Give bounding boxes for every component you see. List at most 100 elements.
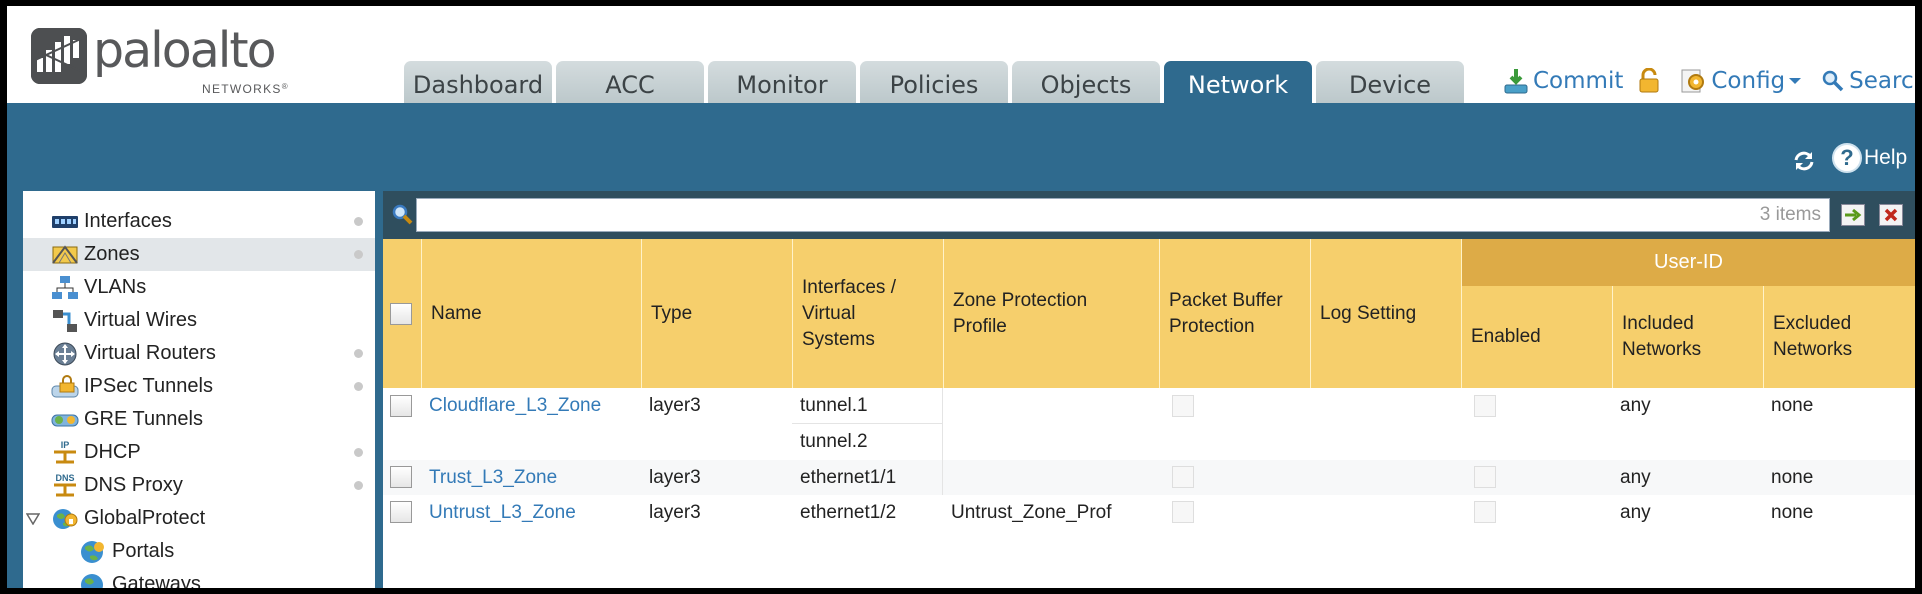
- status-dot: [354, 382, 363, 391]
- commit-label: Commit: [1533, 68, 1624, 94]
- row-checkbox[interactable]: [390, 395, 412, 417]
- sidebar-item-globalprotect[interactable]: GlobalProtect: [23, 502, 375, 535]
- sidebar-item-label: Zones: [84, 243, 140, 265]
- interface-cell: tunnel.1: [792, 388, 943, 424]
- included-networks: any: [1620, 395, 1651, 416]
- config-menu[interactable]: Config: [1679, 67, 1807, 95]
- action-bar: ? Help: [7, 103, 1915, 191]
- top-header: paloalto NETWORKS® Dashboard ACC Monitor…: [7, 6, 1915, 103]
- sidebar-item-dns-proxy[interactable]: DNS DNS Proxy: [23, 469, 375, 502]
- header-included-networks[interactable]: Included Networks: [1612, 286, 1763, 388]
- tab-device[interactable]: Device: [1316, 61, 1464, 103]
- sidebar-item-zones[interactable]: Zones: [23, 238, 375, 271]
- log-setting: [1310, 495, 1318, 530]
- tab-dashboard[interactable]: Dashboard: [404, 61, 552, 103]
- status-dot: [354, 250, 363, 259]
- lock-button[interactable]: [1637, 68, 1665, 94]
- sidebar-item-label: DHCP: [84, 441, 141, 463]
- zone-protection-profile: [943, 388, 951, 424]
- user-id-enabled-checkbox: [1474, 466, 1496, 488]
- sidebar-item-gateways[interactable]: Gateways: [23, 568, 375, 588]
- zone-name-link[interactable]: Untrust_L3_Zone: [429, 501, 576, 523]
- sidebar-item-label: IPSec Tunnels: [84, 375, 213, 397]
- tab-objects[interactable]: Objects: [1012, 61, 1160, 103]
- table-row[interactable]: Untrust_L3_Zone layer3 ethernet1/2 Untru…: [383, 495, 1915, 530]
- header-interfaces[interactable]: Interfaces / Virtual Systems: [792, 239, 943, 388]
- tab-network[interactable]: Network: [1164, 61, 1312, 103]
- zones-panel: 3 items Name Type Interfaces / Virtual S…: [383, 191, 1915, 588]
- zone-name-link[interactable]: Trust_L3_Zone: [429, 466, 558, 488]
- virtual-wires-icon: [51, 308, 79, 334]
- zone-type: layer3: [649, 395, 701, 416]
- help-button[interactable]: ? Help: [1832, 143, 1907, 173]
- config-label: Config: [1711, 68, 1786, 94]
- excluded-networks: none: [1771, 501, 1814, 523]
- header-type[interactable]: Type: [641, 239, 792, 388]
- sidebar-item-gre-tunnels[interactable]: GRE Tunnels: [23, 403, 375, 436]
- header-name[interactable]: Name: [421, 239, 641, 388]
- dns-badge: DNS: [55, 473, 75, 483]
- interfaces-icon: [51, 209, 79, 235]
- header-log-setting[interactable]: Log Setting: [1310, 239, 1461, 388]
- apply-filter-button[interactable]: [1841, 204, 1865, 226]
- status-dot: [354, 481, 363, 490]
- tab-acc[interactable]: ACC: [556, 61, 704, 103]
- sidebar-item-dhcp[interactable]: IP DHCP: [23, 436, 375, 469]
- select-all-checkbox[interactable]: [390, 302, 412, 325]
- status-dot: [354, 349, 363, 358]
- header-excluded-networks[interactable]: Excluded Networks: [1763, 286, 1915, 388]
- search-button[interactable]: Search: [1821, 68, 1915, 94]
- header-zone-protection[interactable]: Zone Protection Profile: [943, 239, 1159, 388]
- commit-icon: [1504, 69, 1528, 94]
- row-checkbox[interactable]: [390, 466, 412, 488]
- globalprotect-icon: [51, 506, 79, 532]
- excluded-networks: none: [1771, 395, 1814, 416]
- sidebar-item-label: Portals: [112, 540, 175, 562]
- packet-buffer-checkbox: [1172, 501, 1194, 523]
- zone-type: layer3: [649, 501, 701, 523]
- app-window: paloalto NETWORKS® Dashboard ACC Monitor…: [7, 6, 1915, 588]
- status-dot: [354, 448, 363, 457]
- sidebar-item-label: VLANs: [84, 276, 147, 298]
- packet-buffer-checkbox: [1172, 395, 1194, 417]
- table-row[interactable]: Trust_L3_Zone layer3 ethernet1/1 any non…: [383, 460, 1915, 495]
- refresh-button[interactable]: [1790, 147, 1818, 175]
- table-row[interactable]: Cloudflare_L3_Zone layer3 tunnel.1 tunne…: [383, 388, 1915, 460]
- log-setting: [1310, 388, 1318, 424]
- filter-input[interactable]: 3 items: [416, 198, 1830, 232]
- user-id-enabled-checkbox: [1474, 395, 1496, 417]
- sidebar-item-interfaces[interactable]: Interfaces: [23, 205, 375, 238]
- help-label: Help: [1864, 146, 1908, 169]
- search-label: Search: [1849, 68, 1915, 94]
- sidebar-item-vlans[interactable]: VLANs: [23, 271, 375, 304]
- sidebar-item-ipsec-tunnels[interactable]: IPSec Tunnels: [23, 370, 375, 403]
- clear-filter-button[interactable]: [1879, 204, 1903, 226]
- gre-tunnels-icon: [51, 407, 79, 433]
- tab-monitor[interactable]: Monitor: [708, 61, 856, 103]
- refresh-icon: [1791, 148, 1817, 174]
- zone-protection-profile: [943, 460, 951, 495]
- header-enabled[interactable]: Enabled: [1461, 286, 1612, 388]
- commit-button[interactable]: Commit: [1503, 67, 1623, 95]
- sidebar-item-virtual-wires[interactable]: Virtual Wires: [23, 304, 375, 337]
- header-packet-buffer[interactable]: Packet Buffer Protection: [1159, 239, 1310, 388]
- globe-icon: [79, 572, 107, 588]
- sidebar-item-virtual-routers[interactable]: Virtual Routers: [23, 337, 375, 370]
- row-checkbox[interactable]: [390, 501, 412, 523]
- help-icon: ?: [1832, 143, 1862, 173]
- sidebar-item-label: GRE Tunnels: [84, 408, 203, 430]
- sidebar-item-portals[interactable]: Portals: [23, 535, 375, 568]
- logo-subtitle: NETWORKS®: [202, 82, 289, 96]
- sidebar-item-label: Interfaces: [84, 210, 172, 232]
- sidebar-item-label: Virtual Routers: [84, 342, 216, 364]
- logo-mark-icon: [31, 28, 87, 84]
- zone-name-link[interactable]: Cloudflare_L3_Zone: [429, 395, 602, 416]
- collapse-triangle-icon[interactable]: [23, 506, 43, 532]
- header-user-id-group: User-ID: [1461, 239, 1915, 286]
- status-dot: [354, 217, 363, 226]
- sidebar-item-label: DNS Proxy: [84, 474, 183, 496]
- tab-policies[interactable]: Policies: [860, 61, 1008, 103]
- registered-mark: ®: [281, 82, 289, 91]
- item-count: 3 items: [1759, 204, 1821, 225]
- virtual-routers-icon: [51, 341, 79, 367]
